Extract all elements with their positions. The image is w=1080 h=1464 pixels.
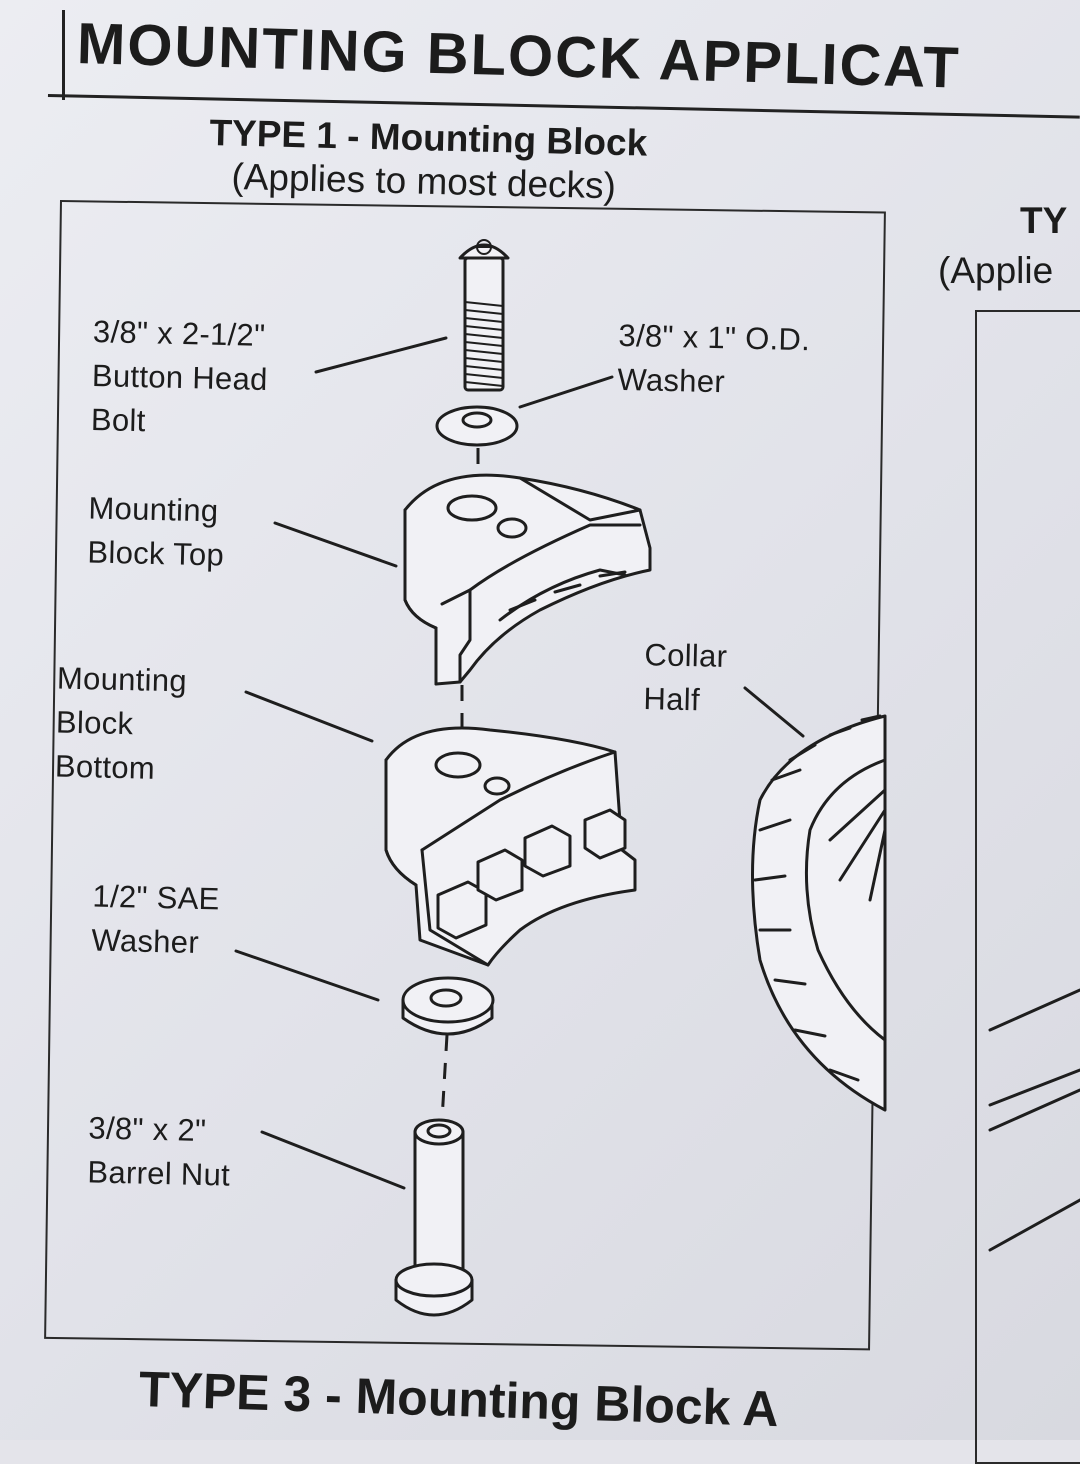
barrel-nut — [394, 1118, 474, 1317]
label-mounting-block-bottom: Mounting Block Bottom — [54, 660, 188, 786]
top-washer — [435, 405, 519, 447]
label-button-head-bolt: 3/8" x 2-1/2" Button Head Bolt — [90, 314, 269, 439]
label-top-washer: 3/8" x 1" O.D. Washer — [617, 317, 811, 400]
type2-heading: TY — [1020, 200, 1068, 241]
mounting-block-bottom — [384, 726, 637, 967]
label-sae-washer: 1/2" SAE Washer — [91, 878, 221, 960]
label-mounting-block-top: Mounting Block Top — [87, 490, 225, 573]
sae-washer — [401, 976, 495, 1036]
mounting-block-top — [403, 473, 652, 686]
type2-diagram-lines — [988, 988, 1080, 1252]
type2-subheading: (Applie — [938, 250, 1054, 291]
leader-lines — [234, 336, 805, 1190]
button-head-bolt — [458, 239, 510, 392]
collar-half — [751, 714, 887, 1112]
header-left-border — [62, 10, 65, 100]
label-barrel-nut: 3/8" x 2" Barrel Nut — [87, 1110, 231, 1193]
label-collar-half: Collar Half — [643, 637, 728, 718]
